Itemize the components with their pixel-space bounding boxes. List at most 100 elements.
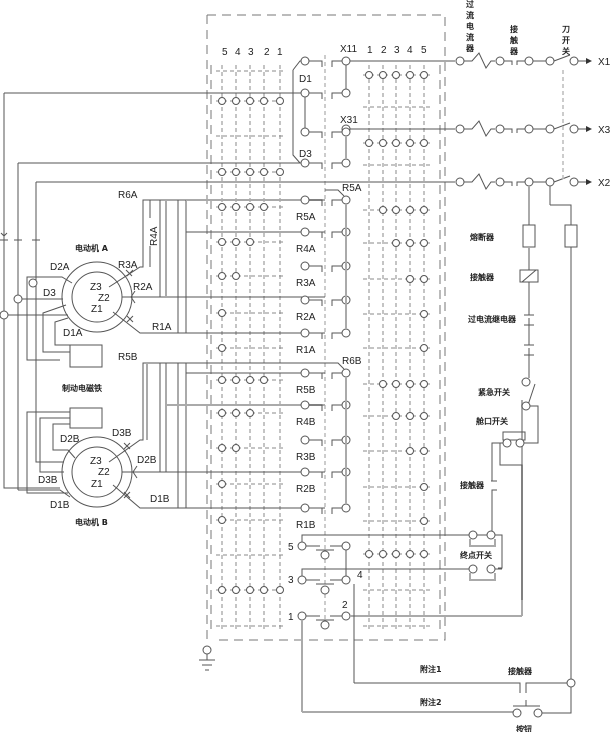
contact bbox=[420, 206, 428, 214]
contact bbox=[218, 309, 226, 317]
contact bbox=[260, 376, 268, 384]
left-r5b-label: R5B bbox=[118, 352, 138, 363]
contact bbox=[232, 376, 240, 384]
resistor-wire bbox=[331, 404, 342, 411]
contact bbox=[218, 272, 226, 280]
resistor-terminal-left bbox=[300, 467, 310, 477]
contact bbox=[232, 203, 240, 211]
contact bbox=[420, 275, 428, 283]
label-char: 流 bbox=[466, 10, 474, 20]
resistor-terminal-left bbox=[300, 435, 310, 445]
contact bbox=[260, 97, 268, 105]
resistor-terminal-left bbox=[300, 400, 310, 410]
resistor-label: R4B bbox=[296, 417, 316, 428]
contact bbox=[218, 586, 226, 594]
resistor-common-lead bbox=[325, 189, 345, 197]
col-3-right: 3 bbox=[394, 45, 400, 56]
contact bbox=[406, 550, 414, 558]
control-circuit: 熔断器 接触器 过电流继电器 紧急开关 舱口开关 接触器 终点开关 接触器 bbox=[302, 186, 578, 732]
motor-supply-wires bbox=[0, 93, 60, 490]
label-char: 过 bbox=[466, 0, 474, 9]
contact bbox=[218, 238, 226, 246]
resistor-wire bbox=[309, 404, 323, 411]
contact bbox=[379, 139, 387, 147]
label-char: 关 bbox=[562, 46, 570, 56]
contact bbox=[218, 480, 226, 488]
motor-a-z3: Z3 bbox=[90, 282, 102, 293]
col-1-left: 1 bbox=[277, 47, 283, 58]
contact bbox=[365, 550, 373, 558]
label-knife-switch: 刀开关 bbox=[562, 25, 570, 56]
brake-magnet-a bbox=[69, 344, 103, 368]
label-char: 刀 bbox=[562, 25, 570, 34]
common-r6b-label: R6B bbox=[342, 356, 362, 367]
contact bbox=[406, 239, 414, 247]
motor-a-z2: Z2 bbox=[98, 293, 110, 304]
contact bbox=[218, 168, 226, 176]
motor-a-r1a: R1A bbox=[152, 322, 172, 333]
fuse-right bbox=[564, 224, 578, 248]
contact bbox=[365, 71, 373, 79]
terminal-d1: D1 bbox=[299, 74, 312, 85]
motor-b-d3b-left: D3B bbox=[38, 475, 58, 486]
contact bbox=[246, 238, 254, 246]
terminal-x1: X1 bbox=[598, 57, 611, 68]
label-char: 开 bbox=[562, 36, 570, 45]
contact bbox=[392, 206, 400, 214]
motor-a-d2a: D2A bbox=[50, 262, 70, 273]
contact-points bbox=[216, 70, 430, 627]
contact bbox=[276, 168, 284, 176]
contact bbox=[406, 71, 414, 79]
contact bbox=[392, 239, 400, 247]
resistor-terminal-left bbox=[300, 227, 310, 237]
contact bbox=[218, 344, 226, 352]
brake-magnet-label: 制动电磁铁 bbox=[62, 383, 102, 393]
contact bbox=[406, 380, 414, 388]
resistor-wire bbox=[309, 299, 323, 306]
contactor-aux-label: 接触器 bbox=[460, 480, 485, 490]
motor-b-d2b-left: D2B bbox=[60, 434, 80, 445]
contact bbox=[246, 97, 254, 105]
contact bbox=[420, 550, 428, 558]
contact bbox=[260, 203, 268, 211]
resistor-wire bbox=[309, 231, 323, 238]
contact bbox=[420, 139, 428, 147]
motor-b-z1: Z1 bbox=[91, 479, 103, 490]
motor-a-label: 电动机 A bbox=[75, 243, 109, 253]
resistor-wire bbox=[331, 231, 342, 238]
contact bbox=[232, 238, 240, 246]
col-3-left: 3 bbox=[248, 47, 254, 58]
resistor-wire bbox=[309, 265, 323, 272]
motor-a-r6a: R6A bbox=[118, 190, 138, 201]
motor-a-d3: D3 bbox=[43, 288, 56, 299]
contact bbox=[420, 412, 428, 420]
contact bbox=[232, 97, 240, 105]
label-char: 流 bbox=[466, 32, 474, 42]
contact bbox=[420, 239, 428, 247]
contact bbox=[392, 550, 400, 558]
fuse-label: 熔断器 bbox=[470, 232, 495, 242]
contact bbox=[420, 344, 428, 352]
contact bbox=[379, 380, 387, 388]
motor-a-z1: Z1 bbox=[91, 304, 103, 315]
contact bbox=[406, 275, 414, 283]
resistor-label: R3A bbox=[296, 278, 316, 289]
terminal-x2: X2 bbox=[598, 178, 611, 189]
hatch-switch-label: 舱口开关 bbox=[476, 416, 508, 426]
contact bbox=[260, 168, 268, 176]
resistor-label: R1A bbox=[296, 345, 316, 356]
col-2-right: 2 bbox=[381, 45, 387, 56]
resistor-wire bbox=[309, 199, 323, 206]
motor-b-z3: Z3 bbox=[90, 456, 102, 467]
motor-a-d1a: D1A bbox=[63, 328, 83, 339]
motor-a-r3a: R3A bbox=[118, 260, 138, 271]
contact bbox=[246, 203, 254, 211]
col-4-right: 4 bbox=[407, 45, 413, 56]
col-4-left: 4 bbox=[235, 47, 241, 58]
col-2-left: 2 bbox=[264, 47, 270, 58]
resistor-terminal-right bbox=[341, 328, 351, 338]
contactor-bottom-label: 接触器 bbox=[508, 666, 533, 676]
interlock-1: 1 bbox=[288, 612, 294, 623]
resistor-terminal-left bbox=[300, 328, 310, 338]
resistor-label: R5B bbox=[296, 385, 316, 396]
